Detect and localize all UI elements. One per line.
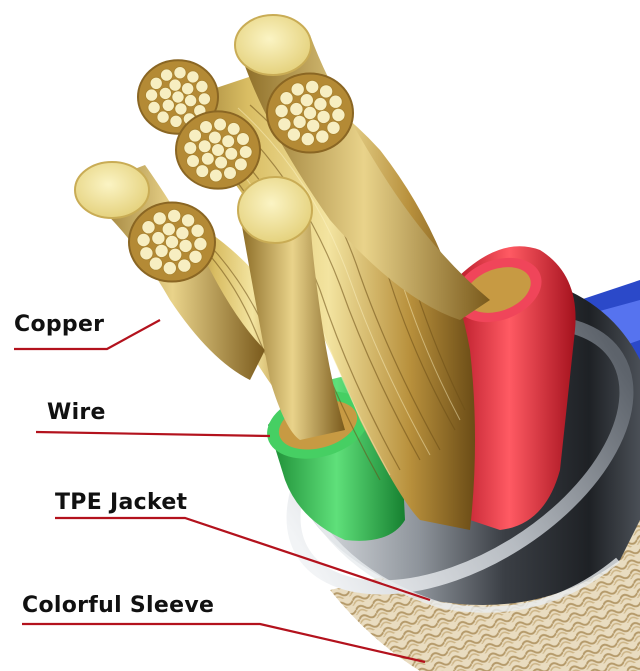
- copper-strand: [156, 110, 170, 124]
- copper-strand: [181, 82, 195, 96]
- copper-strand: [160, 68, 174, 82]
- copper-strand: [197, 139, 212, 154]
- copper-strand: [158, 86, 172, 100]
- copper-strand: [183, 141, 198, 155]
- copper-strand: [154, 243, 169, 258]
- wire-label: Wire: [47, 400, 106, 425]
- copper-strand: [148, 256, 163, 271]
- copper-strand: [290, 82, 305, 97]
- copper-strand: [236, 132, 250, 146]
- copper-strand: [223, 166, 237, 180]
- copper-strand: [289, 102, 304, 117]
- copper-strand: [141, 220, 156, 235]
- copper-strand: [151, 231, 166, 246]
- copper-strand: [167, 208, 182, 223]
- copper-strand: [316, 109, 331, 124]
- copper-strand: [221, 134, 236, 149]
- copper-strand: [226, 122, 241, 136]
- copper-strand: [152, 211, 167, 226]
- tpe-jacket-leader-line: [55, 516, 431, 602]
- copper-strand-bundle: [128, 201, 216, 283]
- copper-strand: [193, 236, 208, 251]
- copper-strand: [168, 247, 183, 262]
- copper-strand: [211, 143, 225, 157]
- copper-strand: [175, 226, 190, 241]
- copper-strand: [234, 157, 248, 172]
- copper-strand: [214, 155, 228, 170]
- copper-strand: [145, 88, 159, 102]
- copper-strand: [209, 168, 223, 183]
- wire-leader-line: [35, 430, 271, 438]
- tpe-jacket-label: TPE Jacket: [55, 490, 188, 515]
- copper-strand: [168, 78, 182, 92]
- copper-strand: [161, 222, 176, 237]
- copper-strand: [161, 98, 175, 112]
- stranded-copper-bundles: [128, 59, 354, 283]
- copper-strand: [171, 90, 185, 104]
- copper-strand: [178, 238, 193, 253]
- copper-strand: [274, 104, 289, 119]
- copper-strand: [186, 70, 200, 84]
- copper-strand: [174, 102, 188, 116]
- copper-strand: [213, 117, 227, 132]
- copper-strand: [238, 145, 253, 159]
- copper-strand: [313, 97, 328, 112]
- copper-strand: [164, 234, 179, 249]
- copper-strand: [302, 106, 317, 121]
- copper-strand: [306, 118, 321, 133]
- copper-strand: [197, 92, 211, 106]
- copper-strand-bundle: [266, 72, 354, 154]
- copper-strand: [331, 108, 346, 123]
- copper-label: Copper: [14, 312, 105, 337]
- copper-strand: [277, 117, 292, 132]
- copper-strand: [181, 213, 196, 228]
- copper-strand: [188, 249, 203, 264]
- colorful-sleeve-label: Colorful Sleeve: [22, 593, 215, 618]
- colorful-sleeve-leader-line: [22, 622, 426, 664]
- copper-strand: [319, 84, 334, 99]
- copper-strand: [328, 94, 343, 109]
- copper-strand: [292, 114, 307, 129]
- copper-strand: [201, 151, 215, 166]
- copper-strand: [184, 94, 198, 108]
- copper-strand: [136, 232, 151, 247]
- copper-strand: [195, 164, 210, 178]
- copper-strand: [139, 246, 154, 261]
- copper-strand: [315, 129, 330, 144]
- copper-strand-bundle: [175, 110, 261, 190]
- copper-leader-line: [14, 319, 161, 351]
- copper-strand: [305, 79, 320, 94]
- copper-strand: [195, 80, 209, 94]
- copper-strand: [224, 147, 239, 161]
- leader-lines: [14, 319, 431, 664]
- copper-strand: [286, 127, 301, 142]
- copper-strand: [177, 258, 192, 273]
- copper-strand: [169, 114, 183, 128]
- copper-strand: [149, 76, 163, 90]
- copper-strand: [190, 223, 205, 238]
- copper-strand: [299, 93, 314, 108]
- copper-strand: [186, 154, 200, 168]
- copper-strand: [162, 261, 177, 276]
- copper-strand: [199, 120, 213, 134]
- copper-strand: [188, 128, 202, 143]
- copper-strand: [300, 132, 315, 147]
- copper-strand: [147, 101, 161, 115]
- copper-strand: [326, 120, 341, 135]
- copper-strand: [173, 66, 187, 80]
- copper-strand: [208, 130, 222, 145]
- copper-strand: [279, 91, 294, 106]
